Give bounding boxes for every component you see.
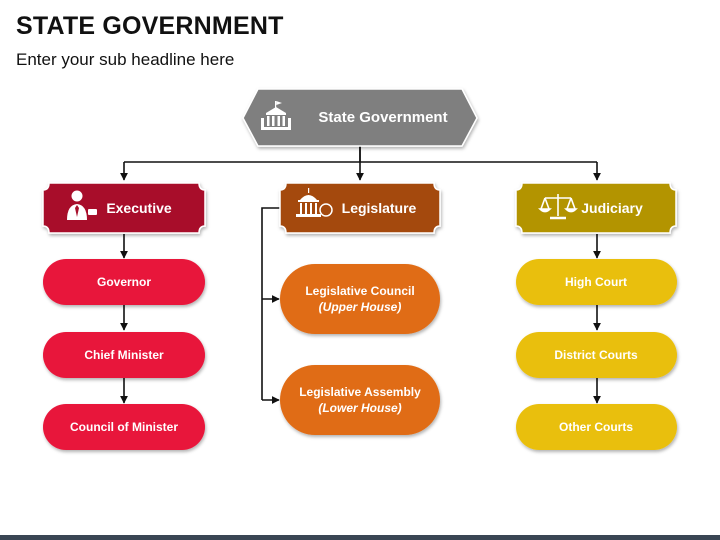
branch-executive-label: Executive [106, 200, 172, 216]
legislature-items: Legislative Council (Upper House) Legisl… [280, 264, 440, 435]
pill-chief-minister-label: Chief Minister [84, 348, 164, 362]
parliament-building-icon [296, 188, 333, 217]
pill-governor [43, 259, 205, 305]
government-building-icon [261, 101, 291, 130]
branch-judiciary-shape [515, 182, 677, 234]
branch-legislature-shape [279, 182, 441, 234]
connector-legislature-bracket [261, 207, 283, 400]
page-subtitle: Enter your sub headline here [16, 50, 235, 69]
branch-judiciary[interactable]: Judiciary [515, 182, 677, 234]
pill-high-court [516, 259, 677, 305]
list-item[interactable]: District Courts [516, 332, 677, 378]
footer-bar [0, 535, 720, 540]
connectors [120, 146, 601, 404]
pill-council-of-minister [43, 404, 205, 450]
list-item[interactable]: High Court [516, 259, 677, 305]
branch-legislature-label: Legislature [342, 200, 417, 216]
pill-legislative-council-sub: (Upper House) [319, 300, 402, 314]
list-item[interactable]: Governor [43, 259, 205, 305]
pill-district-courts-label: District Courts [554, 348, 638, 362]
official-person-icon [67, 190, 97, 220]
list-item[interactable]: Council of Minister [43, 404, 205, 450]
pill-high-court-label: High Court [565, 275, 627, 289]
root-node-label: State Government [318, 109, 447, 126]
list-item[interactable]: Other Courts [516, 404, 677, 450]
list-item[interactable]: Chief Minister [43, 332, 205, 378]
pill-other-courts-label: Other Courts [559, 420, 633, 434]
branch-executive[interactable]: Executive [42, 182, 206, 234]
scales-of-justice-icon [538, 194, 578, 220]
branch-legislature[interactable]: Legislature [279, 182, 441, 234]
root-node[interactable]: State Government [242, 88, 478, 147]
pill-legislative-assembly-label: Legislative Assembly [299, 385, 421, 399]
page-title: STATE GOVERNMENT [16, 12, 284, 40]
pill-legislative-council [280, 264, 440, 334]
list-item[interactable]: Legislative Council (Upper House) [280, 264, 440, 334]
pill-council-of-minister-label: Council of Minister [70, 420, 178, 434]
branch-judiciary-label: Judiciary [581, 200, 643, 216]
pill-chief-minister [43, 332, 205, 378]
list-item[interactable]: Legislative Assembly (Lower House) [280, 365, 440, 435]
executive-items: Governor Chief Minister Council of Minis… [43, 259, 205, 450]
pill-district-courts [516, 332, 677, 378]
judiciary-items: High Court District Courts Other Courts [516, 259, 677, 450]
branch-executive-shape [42, 182, 206, 234]
root-node-shape [242, 88, 478, 147]
pill-other-courts [516, 404, 677, 450]
pill-governor-label: Governor [97, 275, 151, 289]
pill-legislative-assembly-sub: (Lower House) [318, 401, 401, 415]
pill-legislative-assembly [280, 365, 440, 435]
pill-legislative-council-label: Legislative Council [305, 284, 414, 298]
